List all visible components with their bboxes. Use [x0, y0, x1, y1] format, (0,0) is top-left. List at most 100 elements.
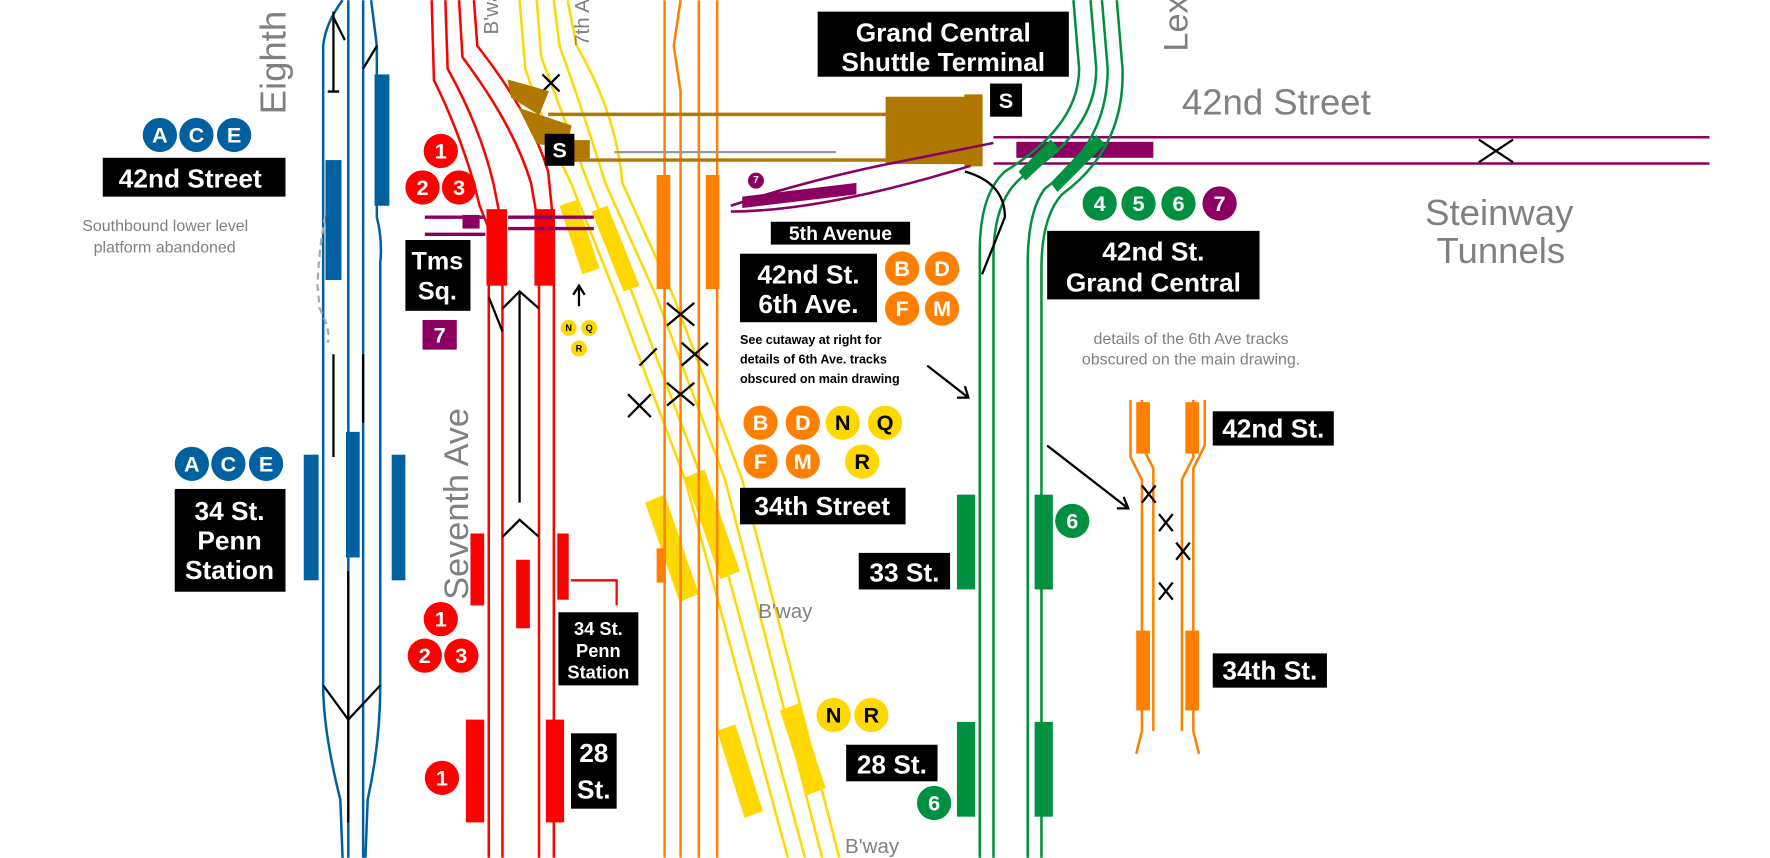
map-mark — [956, 721, 976, 817]
map-mark — [645, 494, 699, 603]
route-bullet: 6 — [1066, 508, 1078, 533]
route-bullet: E — [227, 122, 241, 147]
map-mark — [423, 602, 458, 637]
map-mark — [581, 319, 598, 336]
map-mark — [1040, 0, 1124, 858]
map-mark — [566, 0, 841, 858]
station-name: Sq. — [418, 277, 457, 305]
route-bullet: C — [189, 122, 205, 147]
map-mark — [423, 133, 458, 169]
eighth-ave-switches — [322, 11, 382, 823]
route-bullet: M — [794, 449, 812, 474]
station-name: 34 St. — [574, 618, 623, 639]
route-bullet: 7 — [434, 322, 446, 347]
map-mark — [516, 559, 530, 629]
map-mark — [174, 446, 209, 481]
map-mark — [557, 533, 569, 600]
station-28-st-1[interactable]: 1 28 St. — [424, 733, 617, 809]
station-34th-street-herald[interactable]: B D N Q F M R 34th Street — [739, 405, 906, 525]
cutaway-switches — [1141, 484, 1191, 601]
map-mark — [924, 251, 960, 286]
station-5th-avenue[interactable]: 7 5th Avenue — [747, 172, 911, 245]
station-name: Shuttle Terminal — [841, 47, 1045, 77]
station-28-st-6[interactable]: 28 St. 6 — [846, 744, 952, 821]
map-mark — [817, 11, 1069, 77]
map-mark — [1136, 402, 1150, 454]
seventh-ave-platforms — [465, 209, 569, 823]
map-mark — [424, 215, 594, 237]
map-mark — [956, 494, 976, 590]
map-mark — [1121, 186, 1156, 221]
station-gc-shuttle[interactable]: Grand Central Shuttle Terminal S — [817, 11, 1069, 117]
station-42-grand-central[interactable]: 4 5 6 7 42nd St. Grand Central — [1047, 186, 1260, 300]
street-seventh: Seventh Ave — [438, 408, 476, 600]
route-bullet: E — [259, 451, 273, 476]
penn-pointer-arrow — [570, 579, 618, 606]
map-mark — [211, 446, 246, 481]
station-34-penn-ace[interactable]: A C E 34 St. Penn Station — [174, 446, 286, 592]
map-mark — [867, 405, 903, 440]
map-mark — [739, 487, 906, 525]
map-mark — [444, 0, 504, 858]
map-mark — [325, 160, 342, 280]
route-bullet: R — [576, 343, 583, 353]
map-mark — [885, 291, 920, 326]
map-mark — [926, 364, 970, 399]
lex-connector — [964, 170, 1007, 275]
map-mark — [457, 0, 541, 858]
station-name: Grand Central — [856, 17, 1031, 47]
station-name: Penn — [576, 640, 621, 661]
map-mark — [816, 697, 851, 733]
cutaway-platforms — [1136, 402, 1200, 711]
map-mark — [444, 638, 479, 673]
station-42-6th-ave[interactable]: 42nd St. 6th Ave. B D F M See cutaway at… — [739, 251, 960, 386]
sixth-ave-tracks — [663, 0, 719, 858]
street-42nd: 42nd Street — [1182, 81, 1371, 122]
map-mark — [846, 744, 938, 782]
station-34-penn-123[interactable]: 1 2 3 34 St. Penn Station — [407, 602, 639, 686]
station-name: 42nd Street — [119, 163, 262, 193]
map-mark — [591, 205, 640, 292]
map-mark — [534, 209, 555, 286]
map-mark — [544, 133, 575, 166]
station-name: 42nd St. — [1222, 414, 1324, 444]
map-mark — [1136, 630, 1150, 711]
station-name: Tms — [412, 248, 464, 276]
flushing-switch — [1478, 138, 1514, 164]
route-bullet: B — [753, 410, 769, 435]
route-bullet: Q — [877, 410, 894, 435]
route-bullet: F — [754, 449, 767, 474]
map-mark — [470, 533, 485, 606]
route-bullet: D — [934, 256, 950, 281]
map-mark — [747, 172, 764, 189]
route-bullet: D — [795, 410, 811, 435]
station-42nd-street-ace[interactable]: A C E 42nd Street Southbound lower level… — [82, 117, 286, 257]
station-name: 42nd St. — [1102, 237, 1204, 267]
map-mark — [332, 354, 365, 457]
map-mark — [705, 174, 720, 290]
station-28-st-nr[interactable]: N R — [816, 697, 889, 733]
map-mark — [303, 454, 319, 581]
cutaway-sixth-ave[interactable]: details of the 6th Ave tracks obscured o… — [1082, 331, 1334, 688]
route-bullet: 3 — [455, 643, 467, 668]
map-mark — [548, 112, 891, 162]
map-mark — [374, 74, 390, 206]
map-mark — [560, 319, 577, 336]
route-bullet: 5 — [1132, 191, 1144, 216]
map-mark — [541, 73, 658, 418]
sixth-ave-switches — [666, 301, 709, 407]
map-mark — [1161, 186, 1196, 221]
map-mark — [739, 253, 878, 323]
station-name: 42nd St. — [757, 259, 859, 289]
station-name: 6th Ave. — [758, 289, 858, 319]
station-33-st[interactable]: 33 St. 6 — [858, 503, 1090, 590]
map-mark — [730, 164, 972, 213]
street-7th-top: 7th A — [571, 0, 594, 46]
map-mark — [424, 760, 460, 795]
route-bullet: N — [835, 410, 851, 435]
station-times-square[interactable]: 1 2 3 Tms Sq. 7 N Q R S — [405, 133, 598, 357]
route-bullet: A — [184, 451, 200, 476]
station-name: 33 St. — [869, 557, 939, 587]
